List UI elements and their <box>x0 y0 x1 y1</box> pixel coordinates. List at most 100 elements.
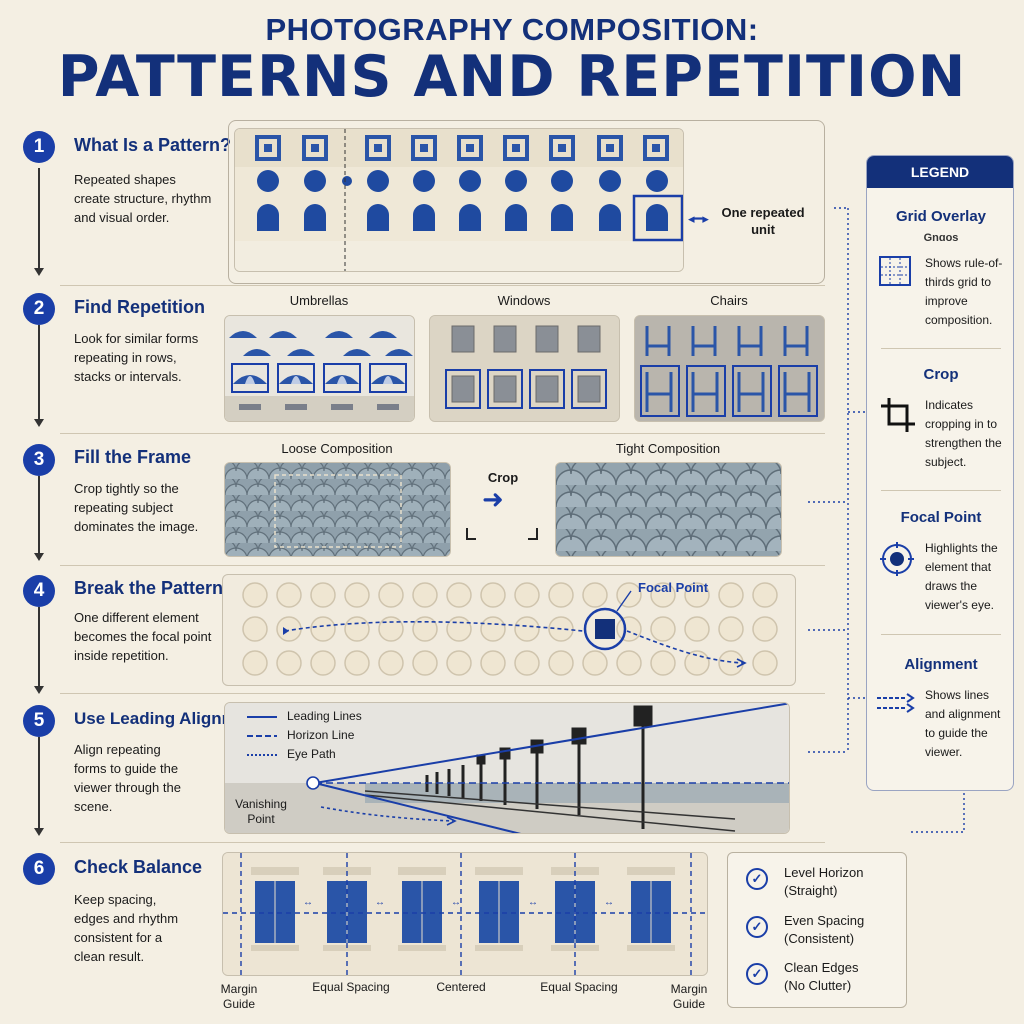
right-arrow-icon: ➜ <box>482 484 504 514</box>
caption-loose: Loose Composition <box>281 441 393 456</box>
check-item-line: Level Horizon <box>784 865 864 880</box>
step-description: Crop tightly so the repeating subject do… <box>74 481 199 534</box>
divider <box>60 565 825 566</box>
step-number: 1 <box>23 131 55 163</box>
umbrellas-svg <box>225 316 414 421</box>
timeline-line-1 <box>38 168 40 268</box>
check-circle-icon: ✓ <box>746 868 768 890</box>
unit-arrow-icon: ◂━▸ <box>688 211 709 226</box>
stripe-band <box>235 241 683 271</box>
check-circle-icon: ✓ <box>746 963 768 985</box>
dot-grid <box>242 582 778 676</box>
promenade-svg <box>225 703 789 833</box>
timeline-line-5 <box>38 737 40 829</box>
crop-icon <box>881 398 915 432</box>
legend-title-alignment: Alignment <box>904 656 978 673</box>
unit-label: One repeated unit <box>721 205 805 237</box>
umbrellas-image <box>224 315 415 422</box>
windows-svg <box>430 316 619 421</box>
target-icon <box>880 542 914 576</box>
dots-svg <box>242 582 778 676</box>
svg-text:↔: ↔ <box>528 897 538 908</box>
step-title: Use Leading Alignment <box>74 709 263 728</box>
legend-title-focal: Focal Point <box>900 509 982 526</box>
tight-composition-image <box>555 462 782 557</box>
crop-label: Crop <box>487 470 519 485</box>
divider <box>60 842 825 843</box>
crop-corners-icon <box>466 528 538 542</box>
pattern-facade-image <box>234 128 684 272</box>
label-equal-spacing-right: Equal Spacing <box>540 980 618 994</box>
label-margin-guide-left: Margin Guide <box>220 982 258 1011</box>
step-description: Repeated shapes create structure, rhythm… <box>74 172 212 225</box>
step-number: 4 <box>23 575 55 607</box>
check-item-1: Level Horizon (Straight) <box>784 864 864 900</box>
facade-svg <box>235 129 683 271</box>
divider <box>60 285 825 286</box>
legend-desc-crop: Indicates cropping in to strengthen the … <box>925 398 1002 469</box>
timeline-arrow-2 <box>34 419 44 427</box>
vanishing-point-label: Vanishing Point <box>235 797 287 826</box>
check-circle-icon: ✓ <box>746 916 768 938</box>
check-item-line: Even Spacing <box>784 913 865 928</box>
timeline-line-3 <box>38 476 40 554</box>
legend-desc-alignment: Shows lines and alignment to guide the v… <box>925 688 1001 759</box>
checklist-connector <box>908 788 965 833</box>
svg-text:↔: ↔ <box>375 897 385 908</box>
step-number: 3 <box>23 444 55 476</box>
label-equal-spacing-left: Equal Spacing <box>312 980 390 994</box>
legend-panel: LEGEND Grid Overlay Gnɑos Shows rule-of-… <box>866 155 1014 791</box>
legend-leading-lines: Leading Lines <box>287 709 362 723</box>
legend-title-grid: Grid Overlay <box>895 208 987 225</box>
legend-connectors <box>808 207 866 753</box>
step-number: 5 <box>23 705 55 737</box>
legend-title-crop: Crop <box>923 366 959 383</box>
legend-desc-grid: Shows rule-of-thirds grid to improve com… <box>925 256 1003 327</box>
timeline-arrow-3 <box>34 553 44 561</box>
step-number: 2 <box>23 293 55 325</box>
legend-subtitle-grid: Gnɑos <box>923 232 959 244</box>
check-item-3: Clean Edges (No Clutter) <box>784 959 858 995</box>
circle-row <box>257 170 668 192</box>
timeline-arrow-5 <box>34 828 44 836</box>
alignment-arrows-icon <box>877 692 917 716</box>
window-row <box>257 204 668 231</box>
caption-tight: Tight Composition <box>615 441 721 456</box>
divider <box>60 693 825 694</box>
check-item-2: Even Spacing (Consistent) <box>784 912 864 948</box>
legend-eye-path: Eye Path <box>287 747 336 761</box>
focal-point-label: Focal Point <box>638 580 709 595</box>
timeline-arrow-1 <box>34 268 44 276</box>
windows-image <box>429 315 620 422</box>
legend-separator <box>881 634 1001 635</box>
svg-text:↔: ↔ <box>451 897 461 908</box>
step-title: Find Repetition <box>74 297 205 317</box>
legend-desc-focal: Highlights the element that draws the vi… <box>925 541 998 612</box>
step-title: Fill the Frame <box>74 447 192 467</box>
step-title: Check Balance <box>74 857 203 877</box>
step-description: Keep spacing, edges and rhythm consisten… <box>74 892 179 964</box>
scales-svg-loose <box>225 463 450 556</box>
divider <box>60 433 825 434</box>
break-pattern-image <box>222 574 796 686</box>
check-item-line: (Consistent) <box>784 931 855 946</box>
timeline-arrow-4 <box>34 686 44 694</box>
chairs-image <box>634 315 825 422</box>
step-description: Align repeating forms to guide the viewe… <box>74 742 181 814</box>
legend-separator <box>881 490 1001 491</box>
step-description: Look for similar forms repeating in rows… <box>74 331 199 384</box>
caption-umbrellas: Umbrellas <box>289 293 349 308</box>
caption-chairs: Chairs <box>710 293 748 308</box>
loose-composition-image <box>224 462 451 557</box>
label-margin-guide-right: Margin Guide <box>670 982 708 1011</box>
tile-row <box>255 135 669 161</box>
check-item-line: (Straight) <box>784 883 838 898</box>
check-item-line: Clean Edges <box>784 960 859 975</box>
svg-text:↔: ↔ <box>604 897 614 908</box>
promenade-image <box>224 702 790 834</box>
balance-facade-image: ↔ ↔ ↔ ↔ ↔ <box>222 852 708 976</box>
label-centered: Centered <box>436 980 486 994</box>
panel-border <box>228 120 825 284</box>
legend-header: LEGEND <box>867 156 1013 188</box>
svg-text:↔: ↔ <box>303 897 313 908</box>
